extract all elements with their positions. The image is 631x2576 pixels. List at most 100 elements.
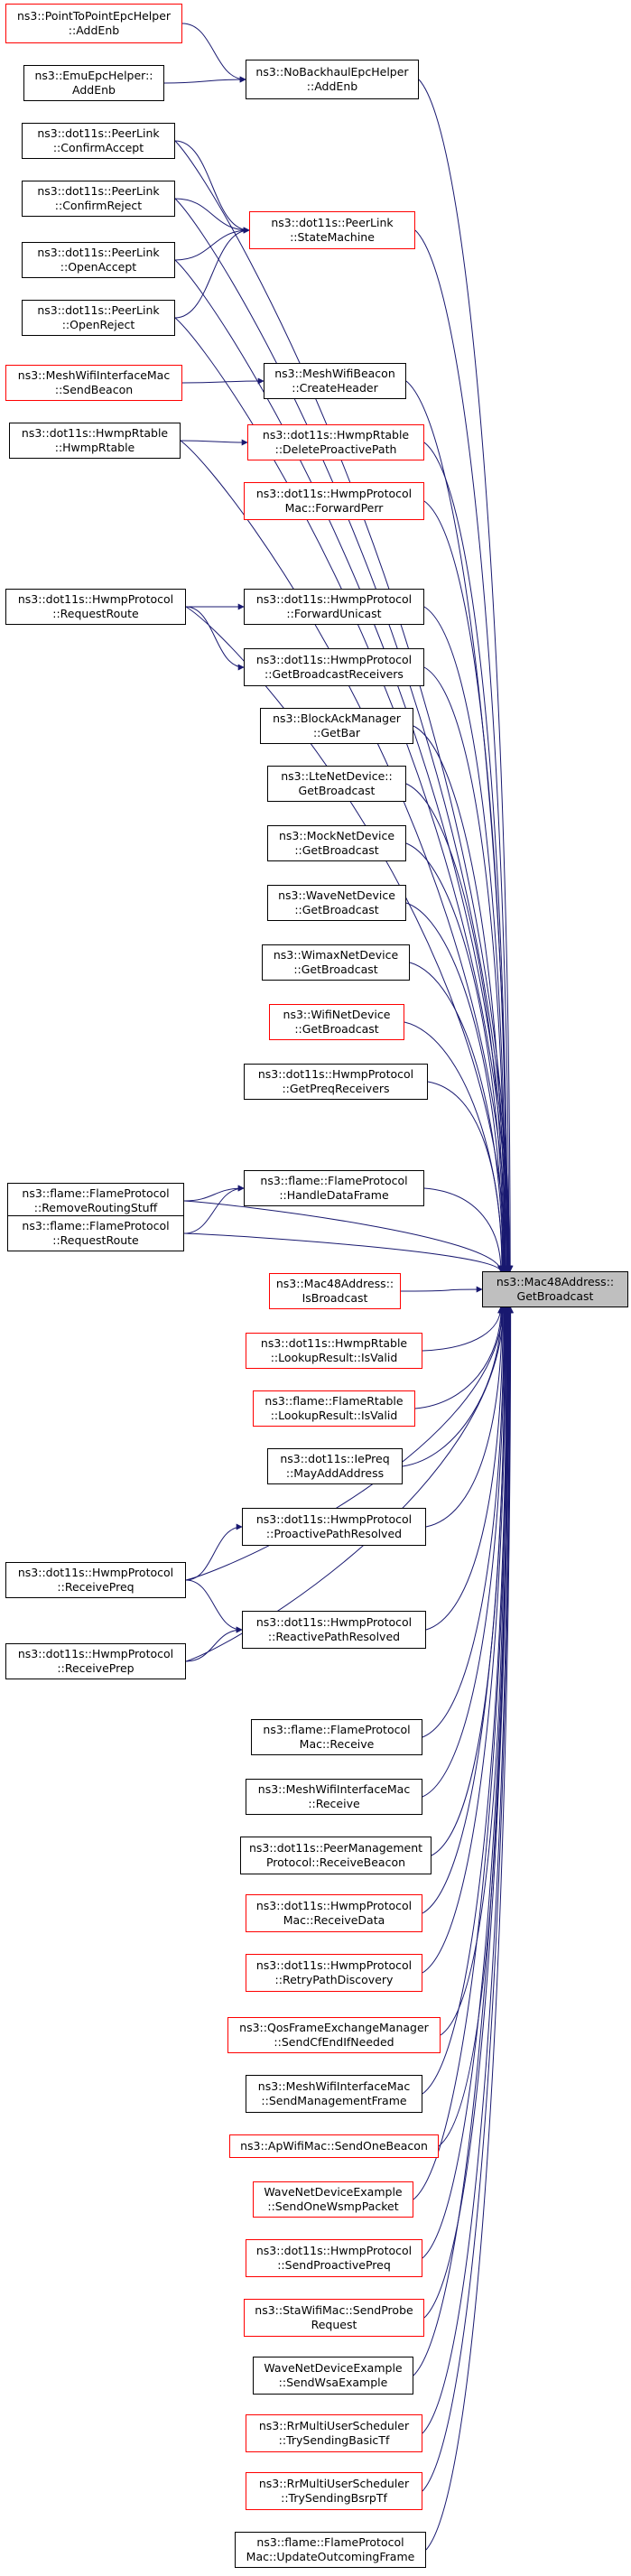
edge-a6-t	[174, 317, 512, 1272]
edge-b1-t	[418, 79, 514, 1272]
node-label-line: ::TrySendingBasicTf	[278, 2433, 390, 2447]
graph-node[interactable]: ns3::dot11s::HwmpProtocol::GetBroadcastR…	[244, 648, 424, 686]
node-label-line: ns3::RrMultiUserScheduler	[258, 2477, 410, 2490]
graph-node[interactable]: ns3::QosFrameExchangeManager::SendCfEndI…	[227, 2017, 441, 2053]
edge-b10-t	[405, 842, 507, 1272]
graph-node[interactable]: ns3::MeshWifiInterfaceMac::Receive	[246, 1779, 422, 1815]
node-label-line: IsBroadcast	[302, 1291, 368, 1305]
graph-node[interactable]: ns3::dot11s::HwmpProtocol::ReceivePreq	[5, 1562, 186, 1598]
graph-node[interactable]: ns3::WimaxNetDevice::GetBroadcast	[262, 944, 410, 981]
graph-node[interactable]: ns3::PointToPointEpcHelper::AddEnb	[5, 4, 182, 43]
edge-a6-b2	[174, 227, 250, 319]
node-label-line: ::OpenReject	[61, 318, 135, 331]
graph-node[interactable]: ns3::BlockAckManager::GetBar	[260, 708, 413, 744]
graph-node[interactable]: ns3::dot11s::HwmpProtocol::GetPreqReceiv…	[244, 1064, 428, 1100]
graph-node[interactable]: ns3::dot11s::HwmpProtocol::RetryPathDisc…	[246, 1954, 422, 1992]
graph-node[interactable]: ns3::ApWifiMac::SendOneBeacon	[229, 2134, 439, 2158]
graph-node[interactable]: ns3::flame::FlameRtable::LookupResult::I…	[253, 1390, 415, 1427]
graph-node[interactable]: ns3::dot11s::HwmpProtocol::RequestRoute	[5, 589, 186, 625]
node-label-line: ns3::dot11s::HwmpProtocol	[17, 1566, 174, 1579]
edge-b18-t	[414, 1307, 505, 1409]
node-label-line: ::GetBroadcast	[294, 903, 379, 916]
graph-node[interactable]: ns3::LteNetDevice::GetBroadcast	[267, 766, 406, 802]
graph-node[interactable]: ns3::EmuEpcHelper::AddEnb	[23, 65, 164, 101]
graph-node[interactable]: ns3::MeshWifiBeacon::CreateHeader	[264, 363, 406, 399]
node-label-line: ::AddEnb	[68, 23, 120, 37]
edge-b30-t	[413, 1307, 511, 2200]
graph-node[interactable]: ns3::dot11s::HwmpProtocol::ProactivePath…	[242, 1508, 426, 1546]
graph-node[interactable]: ns3::flame::FlameProtocol::RequestRoute	[7, 1215, 184, 1251]
graph-node[interactable]: ns3::dot11s::HwmpRtable::LookupResult::I…	[246, 1333, 422, 1369]
graph-node[interactable]: ns3::RrMultiUserScheduler::TrySendingBas…	[246, 2414, 422, 2452]
edge-b20-t	[425, 1307, 506, 1528]
graph-node[interactable]: WaveNetDeviceExample::SendWsaExample	[253, 2357, 413, 2395]
graph-node[interactable]: ns3::dot11s::HwmpRtable::HwmpRtable	[9, 423, 181, 459]
edge-b16-t	[400, 1286, 483, 1293]
edge-a12-t	[185, 1307, 506, 1581]
graph-node[interactable]: ns3::dot11s::PeerLink::StateMachine	[249, 211, 415, 249]
node-label-line: ns3::dot11s::HwmpProtocol	[255, 1958, 413, 1972]
graph-node[interactable]: ns3::MeshWifiInterfaceMac::SendManagemen…	[246, 2075, 422, 2113]
node-label-line: ns3::dot11s::HwmpProtocol	[255, 653, 413, 666]
node-label-line: ::SendBeacon	[54, 383, 134, 396]
edge-b29-t	[438, 1307, 511, 2147]
graph-node[interactable]: ns3::WaveNetDevice::GetBroadcast	[267, 885, 406, 921]
graph-node[interactable]: ns3::NoBackhaulEpcHelper::AddEnb	[246, 60, 419, 99]
node-label-line: ns3::flame::FlameRtable	[264, 1394, 404, 1408]
node-label-line: ns3::dot11s::HwmpProtocol	[255, 2244, 413, 2257]
edge-b4-t	[423, 442, 511, 1272]
node-label-line: ns3::MeshWifiInterfaceMac	[17, 368, 171, 382]
target-node: ns3::Mac48Address::GetBroadcast	[482, 1271, 628, 1307]
graph-node[interactable]: ns3::dot11s::PeerLink::OpenReject	[22, 300, 175, 336]
graph-node[interactable]: ns3::dot11s::HwmpRtable::DeleteProactive…	[247, 424, 424, 460]
graph-node[interactable]: ns3::dot11s::HwmpProtocol::ReceivePrep	[5, 1643, 186, 1679]
graph-node[interactable]: ns3::dot11s::PeerLink::ConfirmAccept	[22, 123, 175, 159]
graph-node[interactable]: WaveNetDeviceExample::SendOneWsmpPacket	[253, 2181, 413, 2218]
edge-b31-t	[422, 1307, 512, 2259]
node-label-line: Mac::ForwardPerr	[284, 501, 384, 515]
node-label-line: ns3::MeshWifiInterfaceMac	[257, 2079, 411, 2093]
edge-b22-t	[422, 1307, 507, 1738]
node-label-line: ns3::dot11s::PeerLink	[37, 303, 160, 317]
node-label-line: Mac::ReceiveData	[283, 1913, 385, 1927]
node-label-line: ns3::NoBackhaulEpcHelper	[255, 65, 409, 79]
node-label-line: ns3::dot11s::HwmpProtocol	[255, 1899, 413, 1912]
node-label-line: ::HandleDataFrame	[279, 1188, 389, 1202]
graph-node[interactable]: ns3::RrMultiUserScheduler::TrySendingBsr…	[246, 2472, 422, 2510]
graph-node[interactable]: ns3::dot11s::HwmpProtocol::ReactivePathR…	[242, 1611, 426, 1649]
graph-node[interactable]: ns3::flame::FlameProtocol::HandleDataFra…	[244, 1170, 424, 1206]
graph-node[interactable]: ns3::MockNetDevice::GetBroadcast	[267, 825, 406, 861]
graph-node[interactable]: ns3::dot11s::PeerLink::OpenAccept	[22, 242, 175, 278]
node-label-line: ns3::Mac48Address::	[496, 1275, 615, 1288]
node-label-line: GetBroadcast	[298, 784, 376, 797]
graph-node[interactable]: ns3::WifiNetDevice::GetBroadcast	[269, 1004, 404, 1040]
edge-b12-t	[409, 962, 506, 1272]
graph-node[interactable]: ns3::Mac48Address::IsBroadcast	[269, 1273, 401, 1309]
graph-node[interactable]: ns3::MeshWifiInterfaceMac::SendBeacon	[5, 365, 182, 401]
graph-node[interactable]: ns3::dot11s::HwmpProtocol::ForwardUnicas…	[244, 589, 424, 625]
node-label-line: ::ConfirmReject	[54, 199, 143, 212]
node-label-line: ns3::StaWifiMac::SendProbe	[255, 2303, 413, 2317]
node-label-line: ns3::WifiNetDevice	[283, 1008, 391, 1021]
node-label-line: ns3::dot11s::PeerLink	[37, 246, 160, 259]
edge-b34-t	[422, 1307, 514, 2434]
node-label-line: ns3::dot11s::PeerLink	[271, 216, 394, 229]
graph-node[interactable]: ns3::flame::FlameProtocol::RemoveRouting…	[7, 1183, 184, 1219]
node-label-line: ::SendCfEndIfNeeded	[274, 2035, 394, 2049]
node-label-line: ns3::dot11s::PeerManagement	[248, 1841, 423, 1855]
node-label-line: ns3::dot11s::HwmpProtocol	[255, 1615, 413, 1629]
node-label-line: ::RequestRoute	[52, 1233, 139, 1247]
node-label-line: ns3::ApWifiMac::SendOneBeacon	[240, 2139, 428, 2153]
graph-node[interactable]: ns3::dot11s::HwmpProtocol::SendProactive…	[246, 2239, 422, 2277]
edge-a3-t	[174, 140, 514, 1272]
node-label-line: Request	[311, 2318, 357, 2331]
graph-node[interactable]: ns3::dot11s::PeerLink::ConfirmReject	[22, 181, 175, 217]
graph-node[interactable]: ns3::dot11s::IePreq::MayAddAddress	[267, 1448, 403, 1484]
